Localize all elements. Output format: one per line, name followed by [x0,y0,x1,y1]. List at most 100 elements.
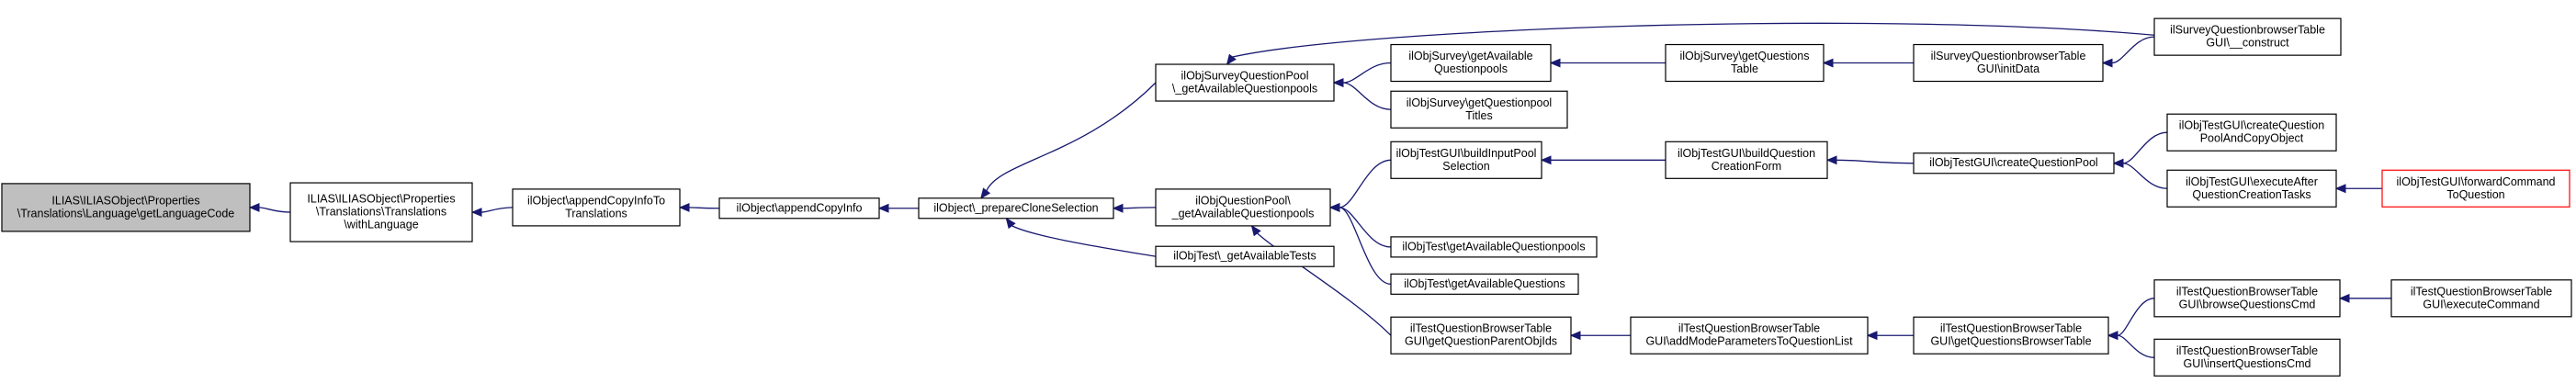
node-label: GUI\initData [1977,62,2039,75]
graph-node[interactable]: ilObject\appendCopyInfo [718,197,880,220]
edge-arrowhead [1328,202,1340,212]
call-edge [2122,131,2168,164]
node-box [1630,316,1869,355]
graph-node[interactable]: ilObjQuestionPool\_getAvailableQuestionp… [1155,188,1331,227]
edge-arrowhead [2101,58,2113,68]
edge-arrowhead [1112,203,1124,213]
call-edge [986,82,1157,192]
node-label: _getAvailableQuestionpools [1171,207,1315,220]
node-box [1390,141,1542,179]
node-label: Table [1731,62,1758,75]
node-label: ILIAS\ILIASObject\Properties [307,193,455,206]
edge-arrowhead [1226,53,1237,66]
node-label: ilObjTestGUI\buildQuestion [1678,147,1815,160]
node-label: ilObjTestGUI\forwardCommand [2397,175,2556,188]
node-box [1155,245,1335,267]
node-label: ilTestQuestionBrowserTable [2176,344,2318,357]
node-box [1155,188,1331,227]
edge-arrowhead [1866,331,1878,341]
node-label: ilObjTestGUI\createQuestionPool [1929,156,2097,169]
node-label: ilSurveyQuestionbrowserTable [1931,50,2086,62]
call-edge [1257,232,1392,336]
graph-node[interactable]: ilObjSurvey\getAvailableQuestionpools [1390,43,1552,83]
graph-node[interactable]: ilTestQuestionBrowserTableGUI\addModePar… [1630,316,1869,355]
node-box [718,197,880,220]
node-label: ilTestQuestionBrowserTable [1940,322,2082,335]
call-edge [2117,298,2155,336]
edge-arrowhead [248,202,260,212]
node-box [1913,152,2115,175]
graph-node[interactable]: ilObjTest\_getAvailableTests [1155,245,1335,267]
node-label: ilObjSurvey\getQuestions [1679,50,1809,62]
node-label: ilObject\appendCopyInfoTo [527,194,665,207]
node-label: ilObject\appendCopyInfo [737,201,863,214]
node-label: ilSurveyQuestionbrowserTable [2170,24,2325,37]
call-edge [1836,159,1915,164]
graph-node[interactable]: ilObject\_prepareCloneSelection [918,197,1114,220]
node-label: ToQuestion [2446,188,2504,201]
node-layer: ILIAS\ILIASObject\Properties\Translation… [1,17,2572,377]
node-label: ilTestQuestionBrowserTable [1678,322,1820,335]
call-edge [480,207,514,213]
node-label: GUI\getQuestionsBrowserTable [1930,335,2091,348]
call-edge [1232,22,2174,58]
graph-node[interactable]: ilObjTest\getAvailableQuestionpools [1390,236,1598,258]
node-label: ILIAS\ILIASObject\Properties [51,194,199,207]
node-box [1665,141,1828,179]
node-label: \_getAvailableQuestionpools [1172,83,1317,96]
node-label: ilObjQuestionPool\ [1195,194,1291,207]
node-box [2166,113,2337,152]
node-box [512,188,681,227]
graph-node[interactable]: ILIAS\ILIASObject\Properties\Translation… [1,183,251,232]
edge-arrowhead [2107,331,2118,341]
edge-arrowhead [470,208,482,218]
edge-arrowhead [1569,331,1581,341]
graph-node[interactable]: ilTestQuestionBrowserTableGUI\getQuestio… [1913,316,2109,355]
edge-arrowhead [1005,217,1016,230]
node-label: ilObjSurvey\getAvailable [1408,50,1532,62]
node-box [1390,90,1568,129]
node-label: GUI\addModeParametersToQuestionList [1645,335,1853,348]
node-label: ilObjTest\getAvailableQuestions [1404,277,1565,290]
graph-node[interactable]: ilObjTestGUI\createQuestionPoolAndCopyOb… [2166,113,2337,152]
node-label: \Translations\Language\getLanguageCode [17,207,235,220]
call-edge [1342,82,1392,110]
node-box [1155,63,1335,102]
node-box [1390,43,1552,83]
graph-node[interactable]: ilObjTestGUI\executeAfterQuestionCreatio… [2166,169,2337,208]
node-label: GUI\__construct [2206,37,2289,50]
node-box [1,183,251,232]
edge-arrowhead [2334,184,2346,194]
node-box [1913,316,2109,355]
graph-node[interactable]: ilTestQuestionBrowserTableGUI\getQuestio… [1390,316,1572,355]
graph-node[interactable]: ilTestQuestionBrowserTableGUI\executeCom… [2390,279,2572,318]
graph-node[interactable]: ILIAS\ILIASObject\Properties\Translation… [289,182,473,242]
graph-node[interactable]: ilObjSurveyQuestionPool\_getAvailableQue… [1155,63,1335,102]
node-box [2390,279,2572,318]
graph-node[interactable]: ilObjTestGUI\createQuestionPool [1913,152,2115,175]
node-label: GUI\insertQuestionsCmd [2184,357,2311,370]
node-box [2153,17,2342,56]
call-edge [1339,207,1392,285]
node-box [2153,279,2341,318]
edge-arrowhead [980,187,991,199]
node-label: \withLanguage [344,219,418,231]
graph-node[interactable]: ilObjTest\getAvailableQuestions [1390,273,1579,295]
node-label: ilObjTest\getAvailableQuestionpools [1402,240,1585,253]
node-label: \Translations\Translations [316,206,446,219]
graph-node[interactable]: ilTestQuestionBrowserTableGUI\browseQues… [2153,279,2341,318]
node-label: Translations [565,207,627,220]
graph-node[interactable]: ilSurveyQuestionbrowserTableGUI\__constr… [2153,17,2342,56]
edge-arrowhead [2112,158,2124,168]
edge-layer [248,22,2392,358]
graph-node[interactable]: ilTestQuestionBrowserTableGUI\insertQues… [2153,338,2341,377]
node-label: Questionpools [1434,62,1508,75]
node-label: GUI\executeCommand [2423,298,2539,310]
